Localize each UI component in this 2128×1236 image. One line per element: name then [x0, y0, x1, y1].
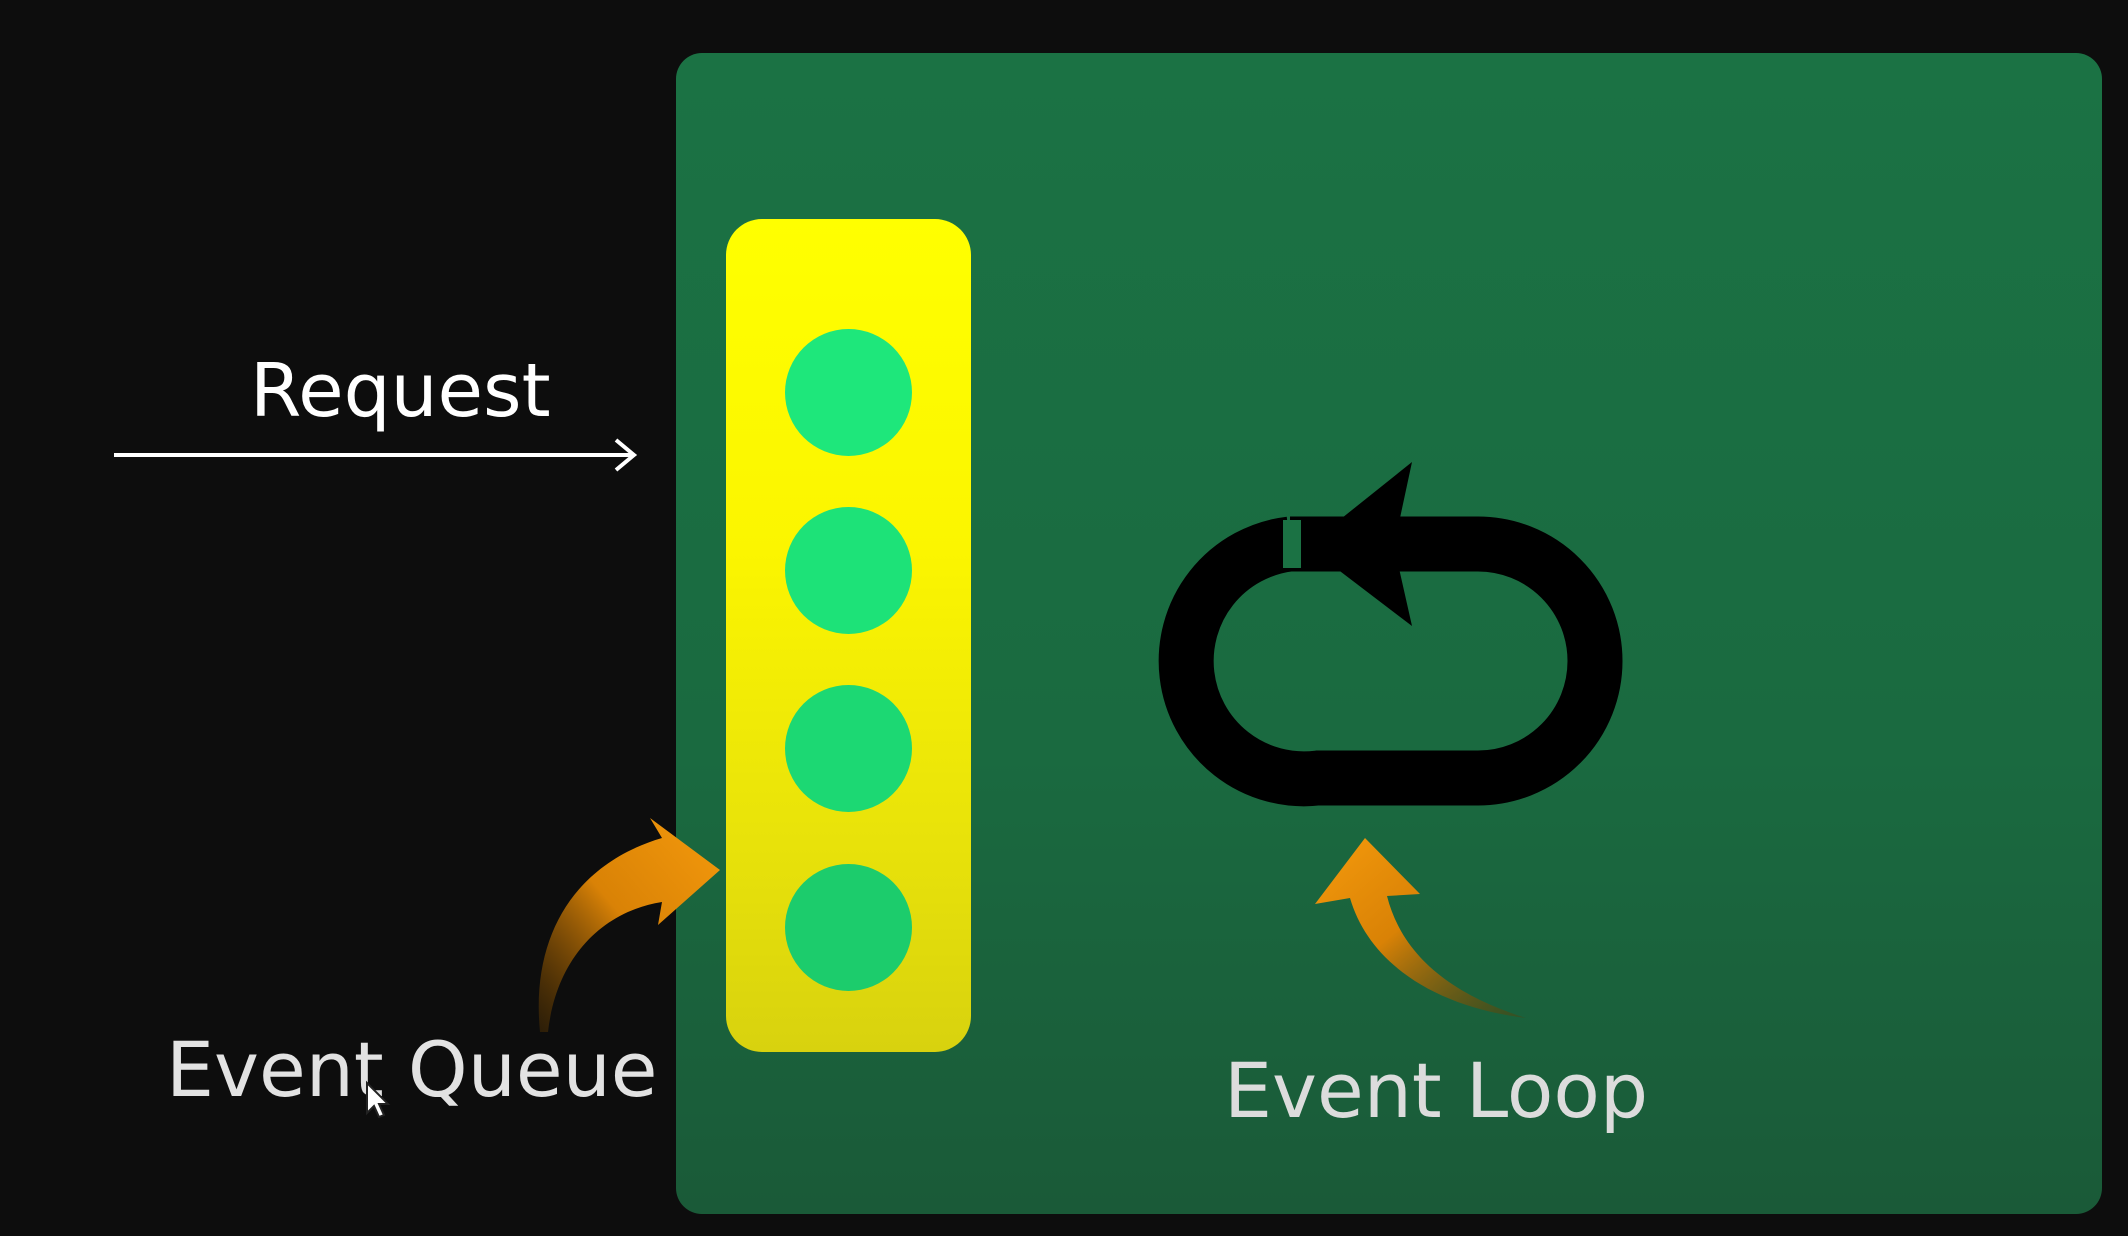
- request-label: Request: [250, 348, 551, 434]
- queue-item: [785, 329, 912, 456]
- event-queue-box: [726, 219, 971, 1052]
- event-loop-label: Event Loop: [1224, 1046, 1649, 1135]
- request-arrow-icon: [114, 438, 638, 472]
- event-queue-label: Event Queue: [166, 1025, 658, 1114]
- queue-item: [785, 685, 912, 812]
- queue-item: [785, 864, 912, 991]
- queue-item: [785, 507, 912, 634]
